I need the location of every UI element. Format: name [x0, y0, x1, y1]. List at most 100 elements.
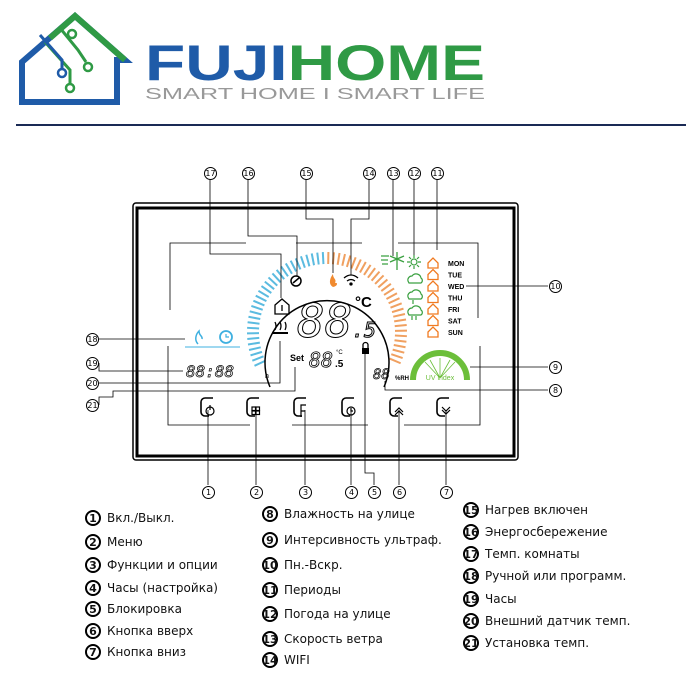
legend-item-18: 18 Ручной или программ.: [463, 568, 626, 584]
wifi-icon: [343, 274, 359, 286]
legend-number: 8: [262, 506, 278, 522]
callout-17: 17: [204, 167, 217, 180]
arc-segment: [257, 289, 270, 298]
legend-number: 16: [463, 524, 479, 540]
period-icon: [427, 314, 439, 327]
humidity-unit: %RH: [395, 376, 409, 382]
callout-13: 13: [387, 167, 400, 180]
arc-segment: [363, 264, 372, 276]
brand-tagline: SMART HOME I SMART LIFE: [145, 86, 485, 103]
arc-segment: [380, 283, 392, 292]
up-button[interactable]: [389, 397, 404, 417]
period-icon: [427, 291, 439, 304]
arc-segment: [391, 307, 404, 314]
arc-segment: [383, 287, 395, 296]
arc-segment: [393, 313, 406, 318]
legend-number: 10: [262, 557, 278, 573]
down-button[interactable]: [436, 397, 451, 417]
period-icon: [427, 268, 439, 281]
house-thermometer-icon: [274, 298, 290, 315]
arc-segment: [251, 355, 264, 362]
legend-text: Темп. комнаты: [485, 547, 580, 561]
legend-text: Установка темп.: [485, 636, 590, 650]
arc-segment: [294, 257, 302, 270]
arc-segment: [388, 297, 400, 305]
callout-5: 5: [368, 486, 381, 499]
legend-text: Интерсивность ультраф.: [284, 533, 442, 547]
legend-number: 7: [85, 644, 101, 660]
callout-14: 14: [363, 167, 376, 180]
manual-mode-icon: [195, 329, 203, 345]
legend-number: 18: [463, 568, 479, 584]
legend-number: 14: [262, 652, 278, 668]
arc-segment: [394, 324, 407, 328]
arc-segment: [300, 256, 306, 269]
arc-segment: [255, 294, 267, 303]
weekday-fri: FRI: [448, 307, 459, 314]
power-button[interactable]: [200, 397, 215, 417]
callout-19: 19: [86, 357, 99, 370]
arc-segment: [385, 292, 398, 300]
rain-icon: [407, 289, 423, 304]
menu-grid-icon: [251, 406, 261, 416]
callout-10: 10: [549, 280, 562, 293]
arc-segment: [367, 267, 376, 279]
legend-text: Часы (настройка): [107, 581, 218, 595]
legend-text: Ручной или программ.: [485, 569, 627, 583]
power-icon: [205, 405, 215, 416]
legend-text: Вкл./Выкл.: [107, 511, 175, 525]
callout-18: 18: [86, 333, 99, 346]
cloudy-icon: [407, 273, 423, 284]
menu-button[interactable]: [246, 397, 261, 417]
legend-number: 11: [262, 582, 278, 598]
legend-text: Часы: [485, 592, 517, 606]
thermostat-frame: [132, 202, 519, 461]
clock-button[interactable]: [341, 397, 356, 417]
set-temp-digits: 88: [309, 348, 333, 372]
legend-number: 13: [262, 631, 278, 647]
arc-segment: [275, 269, 285, 280]
arc-segment: [289, 260, 298, 272]
flame-icon: [329, 274, 338, 287]
arc-segment: [284, 262, 293, 275]
period-icon: [427, 257, 439, 269]
weekday-sun: SUN: [448, 330, 463, 337]
arc-segment: [394, 318, 407, 323]
function-button[interactable]: [293, 397, 306, 417]
arc-segment: [377, 278, 389, 289]
arc-segment: [252, 299, 265, 307]
arc-segment: [251, 305, 264, 311]
legend-text: Энергосбережение: [485, 525, 608, 539]
thermostat-screen-border: [135, 206, 516, 458]
arc-segment: [316, 252, 320, 265]
legend-item-10: 10 Пн.-Вскр.: [262, 557, 343, 573]
room-temp-digits: 88: [297, 294, 352, 348]
arc-segment: [354, 259, 362, 271]
callout-9: 9: [549, 361, 562, 374]
legend-text: Пн.-Вскр.: [284, 558, 343, 572]
arc-segment: [249, 310, 262, 316]
callout-15: 15: [300, 167, 313, 180]
brand-name-home: HOME: [288, 35, 485, 91]
legend-number: 15: [463, 502, 479, 518]
callout-1: 1: [202, 486, 215, 499]
leader-lines: [98, 180, 548, 485]
arc-segment: [254, 359, 266, 367]
weekday-wed: WED: [448, 284, 464, 291]
arc-segment: [248, 346, 261, 351]
legend-item-16: 16 Энергосбережение: [463, 524, 607, 540]
arc-segment: [394, 339, 407, 343]
callout-16: 16: [242, 167, 255, 180]
arc-segment: [264, 280, 275, 290]
arc-segment: [336, 252, 341, 265]
set-label: Set: [290, 353, 304, 363]
callout-12: 12: [408, 167, 421, 180]
arc-segment: [392, 348, 405, 354]
legend-text: WIFI: [284, 653, 310, 667]
